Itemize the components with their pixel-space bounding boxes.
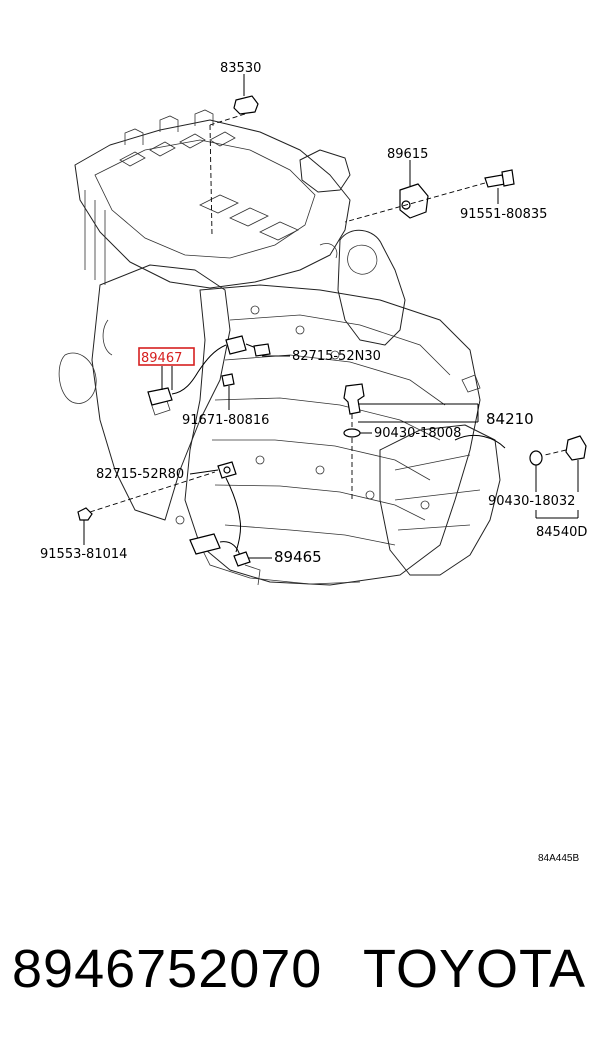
bolt-91553-81014 [77, 471, 216, 545]
diagram-reference-code: 84A445B [538, 853, 579, 864]
label-91551-80835: 91551-80835 [460, 207, 547, 222]
label-89465: 89465 [274, 548, 322, 566]
label-83530: 83530 [220, 61, 261, 76]
leader-lines [161, 74, 579, 559]
footer-caption: 8946752070 TOYOTA [0, 930, 600, 1020]
label-90430-18032: 90430-18032 [488, 494, 575, 509]
engine-parts-diagram: 83530 89615 91551-80835 89467 82715-52N3… [40, 61, 587, 864]
label-82715-52N30: 82715-52N30 [292, 349, 381, 364]
part-89467-sensor [147, 335, 265, 406]
label-90430-18008: 90430-18008 [374, 426, 461, 441]
label-82715-52R80: 82715-52R80 [96, 467, 184, 482]
brand-caption: TOYOTA [362, 939, 586, 999]
part-labels: 83530 89615 91551-80835 89467 82715-52N3… [40, 61, 587, 864]
label-91553-81014: 91553-81014 [40, 547, 127, 562]
part-84540D-switch [454, 435, 587, 461]
part-83530-sensor [209, 95, 259, 236]
engine-block-drawing [58, 109, 501, 586]
bolt-91671-80816 [221, 373, 235, 410]
part-number-caption: 8946752070 [12, 939, 323, 999]
clamp-82715-52R80 [217, 461, 237, 479]
label-89467: 89467 [141, 351, 182, 366]
label-84540D: 84540D [536, 525, 587, 540]
highlight-box-89467 [138, 347, 195, 366]
part-89615-sensor [399, 183, 429, 219]
label-84210: 84210 [486, 410, 534, 428]
bolt-91551-80835 [344, 169, 515, 223]
label-91671-80816: 91671-80816 [182, 413, 269, 428]
gasket-90430-18008 [343, 428, 361, 438]
clamp-82715-52N30 [253, 343, 271, 357]
part-89465-sensor [189, 477, 251, 567]
gasket-90430-18032 [529, 450, 543, 466]
label-89615: 89615 [387, 147, 428, 162]
part-84210-switch [343, 383, 365, 500]
